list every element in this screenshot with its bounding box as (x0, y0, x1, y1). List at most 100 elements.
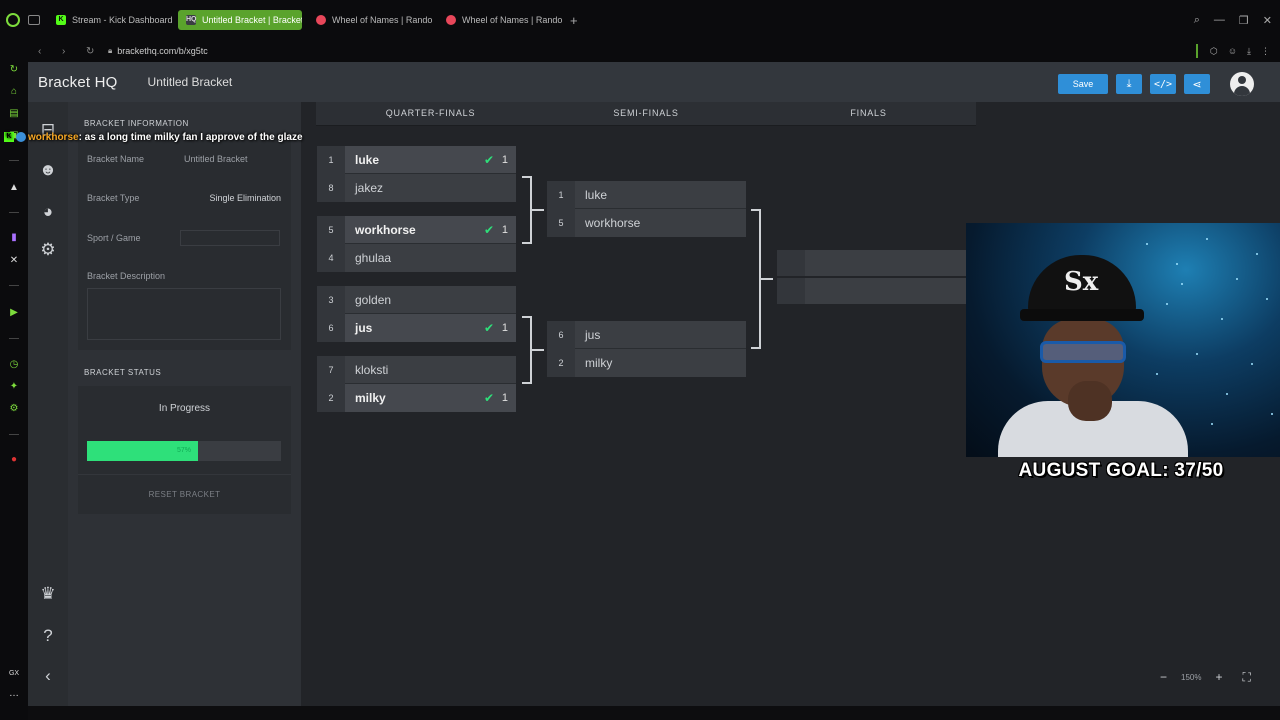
status-bar-accent (1196, 44, 1198, 58)
progress-fill (87, 441, 198, 461)
menu-icon[interactable]: ⋮ (1261, 45, 1270, 56)
bracket-hq-logo[interactable]: Bracket HQ (38, 73, 118, 91)
x-icon[interactable]: ✕ (9, 255, 19, 266)
final-slot-top[interactable] (777, 250, 967, 276)
restore-icon[interactable]: ❐ (1238, 15, 1249, 27)
user-avatar[interactable] (1230, 72, 1254, 96)
palette-icon[interactable]: ◕ (42, 202, 54, 221)
refresh-sidebar-icon[interactable]: ↻ (9, 64, 19, 75)
cap-brim-shape (1020, 309, 1144, 321)
browser-tab[interactable]: Wheel of Names | Rando (438, 10, 562, 30)
player-icon[interactable]: ▶ (10, 307, 18, 318)
profile-icon[interactable]: ☺ (1227, 45, 1238, 56)
cap-logo: Sx (1064, 267, 1099, 297)
bracket-name-field[interactable]: Untitled Bracket (184, 154, 248, 164)
bracket-description-textarea[interactable] (87, 288, 281, 340)
match-score[interactable]: 1 (501, 392, 508, 404)
progress-bar: 57% (87, 441, 281, 461)
bracket-icon[interactable]: ⊟ (40, 120, 56, 139)
lock-icon: 🔒︎ (108, 46, 113, 55)
sport-game-input[interactable] (180, 230, 280, 246)
match-score[interactable]: 1 (501, 153, 508, 166)
twitch-icon[interactable]: ▮ (11, 232, 17, 243)
bracket-name-label: Bracket Name (87, 154, 145, 164)
save-button[interactable]: Save (1058, 74, 1108, 94)
back-icon[interactable]: ‹ (38, 45, 42, 57)
connector-sf-tail (761, 278, 773, 280)
share-button[interactable]: ⋖ (1184, 74, 1210, 94)
search-icon[interactable]: ⌕ (1193, 14, 1200, 26)
settings-sidebar-icon[interactable]: ⚙ (9, 403, 19, 414)
round-header-finals: FINALS (761, 102, 976, 126)
more-icon[interactable]: … (9, 688, 19, 699)
participant-name: milky (355, 391, 386, 405)
opera-logo-icon[interactable] (6, 13, 20, 27)
zoom-in-button[interactable]: + (1215, 670, 1223, 684)
minimize-icon[interactable]: — (1213, 14, 1225, 26)
reset-bracket-button[interactable]: RESET BRACKET (148, 490, 221, 499)
participants-icon[interactable]: ☻ (39, 160, 57, 179)
gx-icon[interactable]: GX (8, 670, 20, 677)
participant-name: milky (585, 356, 613, 370)
extensions-sidebar-icon[interactable]: ✦ (9, 381, 19, 392)
connector-qf-2-tail (532, 349, 544, 351)
record-icon[interactable]: ● (10, 454, 18, 465)
reload-icon[interactable]: ↻ (86, 45, 95, 57)
notes-icon[interactable]: ▤ (9, 108, 19, 119)
seed-number: 6 (317, 314, 345, 342)
bracket-type-select[interactable]: Single Elimination (209, 193, 281, 203)
history-icon[interactable]: ◷ (9, 359, 19, 370)
round-header-quarter-finals: QUARTER-FINALS (316, 102, 545, 126)
shopping-icon[interactable]: ⌂ (10, 86, 18, 97)
download-icon[interactable]: ⤓ (1247, 45, 1251, 56)
collapse-icon[interactable]: ‹ (45, 666, 51, 685)
download-icon: ⤓ (1126, 77, 1132, 90)
tab-favicon-icon: HQ (186, 15, 197, 25)
chat-username: workhorse (28, 132, 79, 143)
url-field[interactable]: brackethq.com/b/xg5tc (117, 46, 208, 56)
seed-number: 1 (547, 180, 575, 209)
crown-icon[interactable]: ♛ (40, 584, 56, 603)
fullscreen-icon[interactable]: ⛶ (1242, 669, 1251, 684)
extensions-icon[interactable]: ⬡ (1209, 45, 1218, 56)
match-score[interactable]: 1 (501, 223, 508, 236)
final-slot-bottom[interactable] (777, 278, 967, 304)
close-icon[interactable]: ✕ (1262, 15, 1272, 27)
download-button[interactable]: ⤓ (1116, 74, 1142, 94)
bracket-status-box: In Progress 57% RESET BRACKET (78, 386, 291, 514)
browser-tab[interactable]: Wheel of Names | Rando (308, 10, 432, 30)
help-icon[interactable]: ? (43, 626, 53, 645)
zoom-out-button[interactable]: − (1160, 670, 1168, 684)
app-header: Bracket HQ Untitled Bracket Save ⤓ </> ⋖ (28, 62, 1280, 102)
arc-icon[interactable]: ▲ (9, 182, 19, 193)
tab-switcher-icon[interactable] (28, 15, 40, 25)
new-tab-button[interactable]: + (570, 12, 578, 28)
bracket-type-label: Bracket Type (87, 193, 140, 203)
forward-icon[interactable]: › (62, 45, 66, 57)
background-star (1221, 318, 1223, 320)
embed-button[interactable]: </> (1150, 74, 1176, 94)
match-score[interactable]: 1 (501, 322, 508, 334)
gear-icon[interactable]: ⚙ (40, 240, 56, 259)
sidebar-divider (9, 285, 19, 286)
